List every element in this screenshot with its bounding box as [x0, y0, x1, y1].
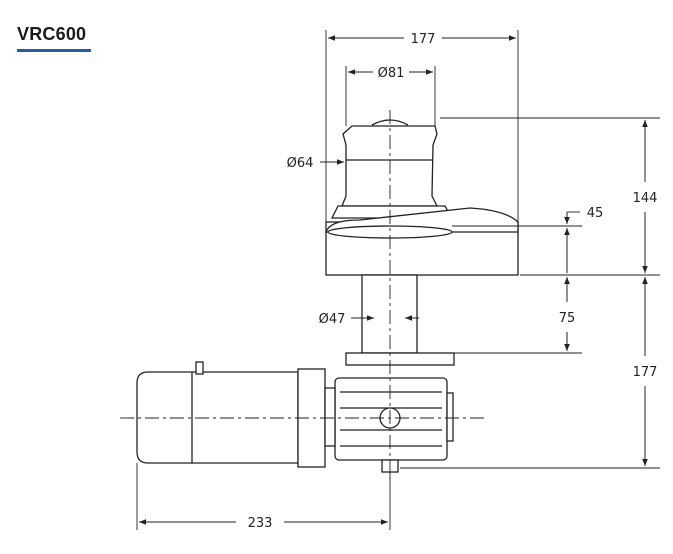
centerlines — [120, 110, 485, 480]
windlass-outline — [136, 119, 519, 473]
label-motor-length: 233 — [248, 516, 273, 531]
motor-coupling — [324, 387, 336, 447]
extension-lines — [136, 30, 660, 530]
lower-plate — [345, 352, 455, 366]
gearbox-side — [446, 392, 454, 442]
motor-terminal — [195, 361, 204, 375]
shaft-tube — [361, 274, 418, 354]
title-underline — [17, 49, 91, 52]
model-title: VRC600 — [17, 24, 87, 44]
label-height-below-deck: 177 — [633, 365, 658, 380]
label-shaft-diameter: Ø47 — [319, 312, 346, 327]
label-top-diameter: Ø81 — [378, 66, 405, 81]
motor-body — [136, 371, 299, 464]
label-height-above-deck: 144 — [633, 191, 658, 206]
dimension-lines — [139, 35, 648, 525]
label-gypsy-offset: 45 — [587, 206, 604, 221]
label-gypsy-diameter: Ø64 — [287, 156, 314, 171]
capstan-drum — [341, 125, 439, 207]
label-deck-thickness: 75 — [559, 311, 576, 326]
label-overall-width: 177 — [411, 32, 436, 47]
